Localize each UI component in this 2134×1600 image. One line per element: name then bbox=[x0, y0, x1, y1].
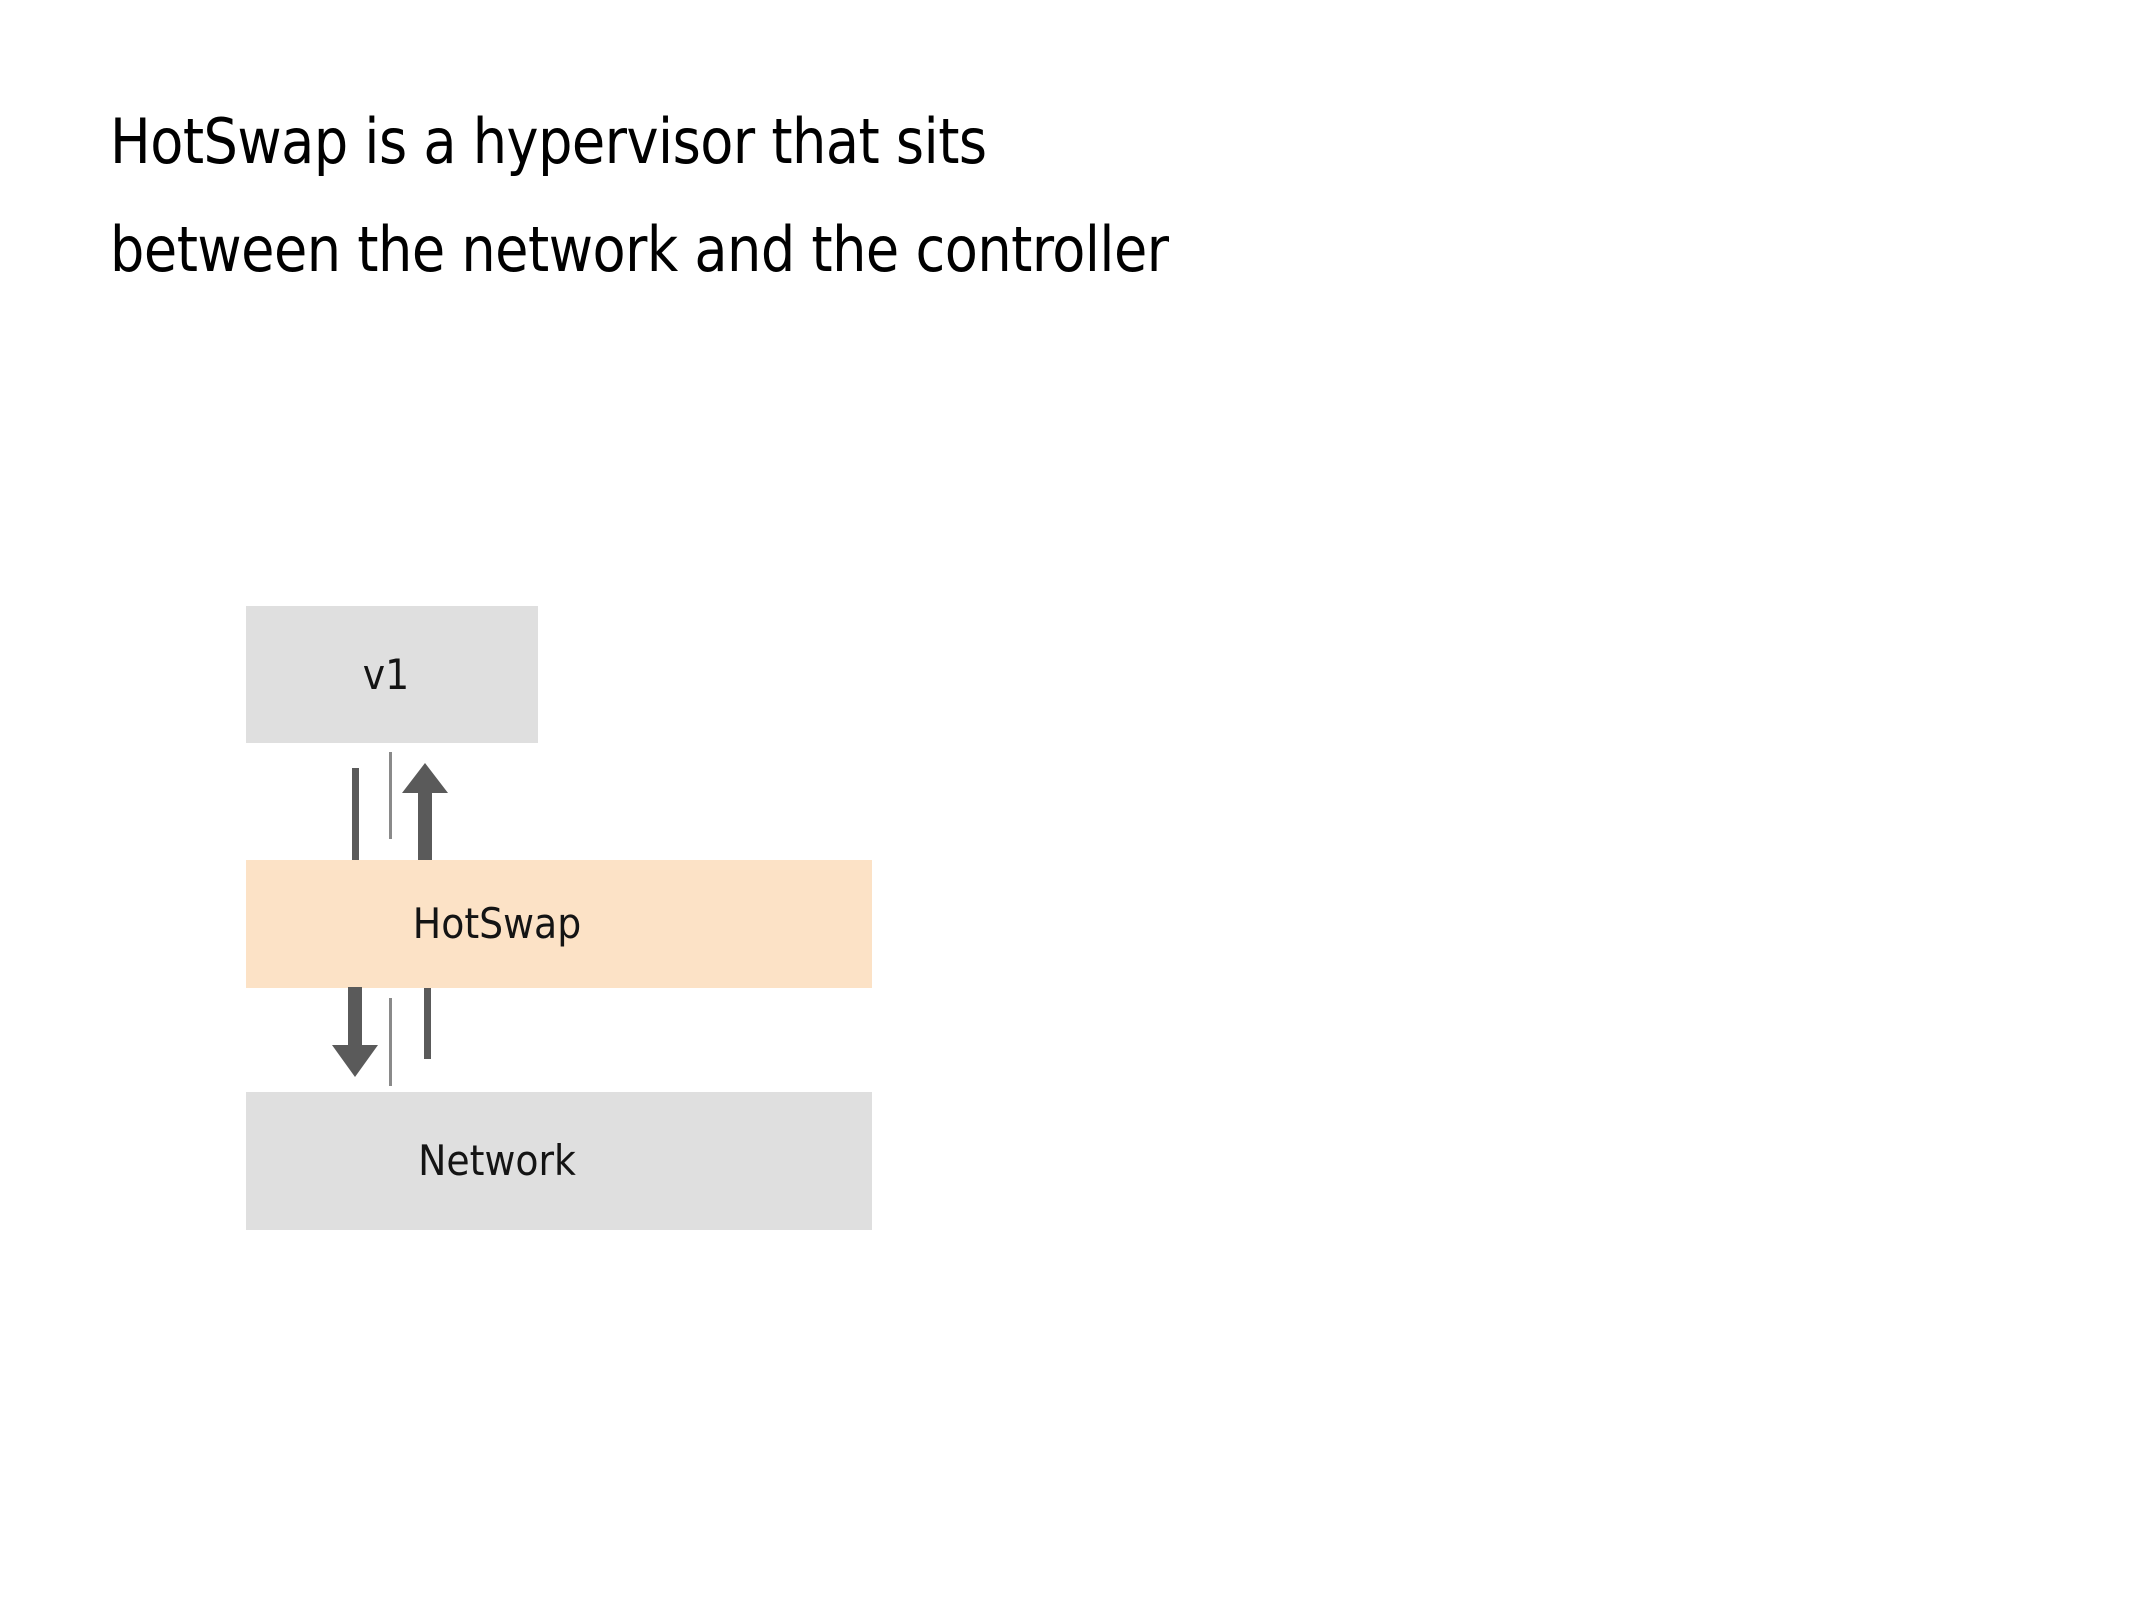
diagram-node-network: Network bbox=[246, 1092, 872, 1230]
page-title-line-2: between the network and the controller bbox=[110, 213, 1169, 286]
connector-hotswap-network-line-middle bbox=[389, 998, 392, 1086]
page-title: HotSwap is a hypervisor that sits betwee… bbox=[110, 88, 1810, 304]
diagram-node-hotswap: HotSwap bbox=[246, 860, 872, 988]
diagram-node-v1: v1 bbox=[246, 606, 538, 743]
connector-hotswap-to-network-arrow-down-icon bbox=[325, 987, 385, 1077]
page-title-line-1: HotSwap is a hypervisor that sits bbox=[110, 105, 987, 178]
diagram-node-hotswap-label: HotSwap bbox=[412, 899, 582, 948]
diagram-node-network-label: Network bbox=[418, 1136, 576, 1185]
connector-v1-hotswap-line-middle bbox=[389, 752, 392, 839]
diagram-node-v1-label: v1 bbox=[362, 649, 410, 699]
connector-hotswap-to-v1-arrow-up-icon bbox=[395, 763, 455, 864]
connector-v1-hotswap-line-left bbox=[352, 768, 359, 862]
connector-hotswap-network-line-right bbox=[424, 988, 431, 1059]
